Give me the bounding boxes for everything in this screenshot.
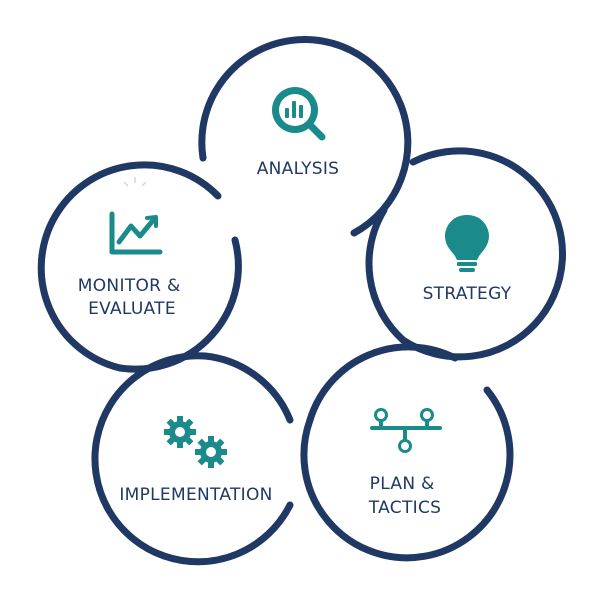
step-strategy: STRATEGY (365, 147, 566, 361)
step-label-plan-tactics: PLAN & TACTICS (368, 474, 441, 518)
line-chart-icon (109, 211, 163, 255)
gears-icon (164, 416, 227, 468)
step-label-analysis: ANALYSIS (257, 159, 340, 179)
step-implementation: IMPLEMENTATION (91, 352, 294, 566)
lightbulb-icon (445, 215, 489, 272)
step-label-implementation: IMPLEMENTATION (119, 485, 272, 505)
step-monitor-evaluate: MONITOR & EVALUATE (37, 161, 242, 373)
ring-analysis (198, 36, 412, 237)
magnifier-chart-icon (272, 87, 326, 141)
step-analysis: ANALYSIS (198, 36, 412, 237)
sparkle-marks (123, 177, 147, 187)
ring-monitor-evaluate-right (116, 236, 242, 373)
ring-strategy-inner (365, 206, 407, 344)
ring-implementation-top (201, 352, 294, 424)
step-label-monitor-evaluate: MONITOR & EVALUATE (78, 276, 186, 319)
ring-implementation (91, 352, 294, 566)
step-label-strategy: STRATEGY (423, 284, 512, 304)
step-plan-tactics: PLAN & TACTICS (300, 343, 514, 562)
ring-strategy (399, 147, 566, 361)
branch-nodes-icon (370, 408, 442, 453)
ring-plan-tactics (300, 386, 514, 562)
ring-plan-tactics-top (306, 343, 459, 424)
ring-monitor-evaluate (37, 161, 222, 372)
